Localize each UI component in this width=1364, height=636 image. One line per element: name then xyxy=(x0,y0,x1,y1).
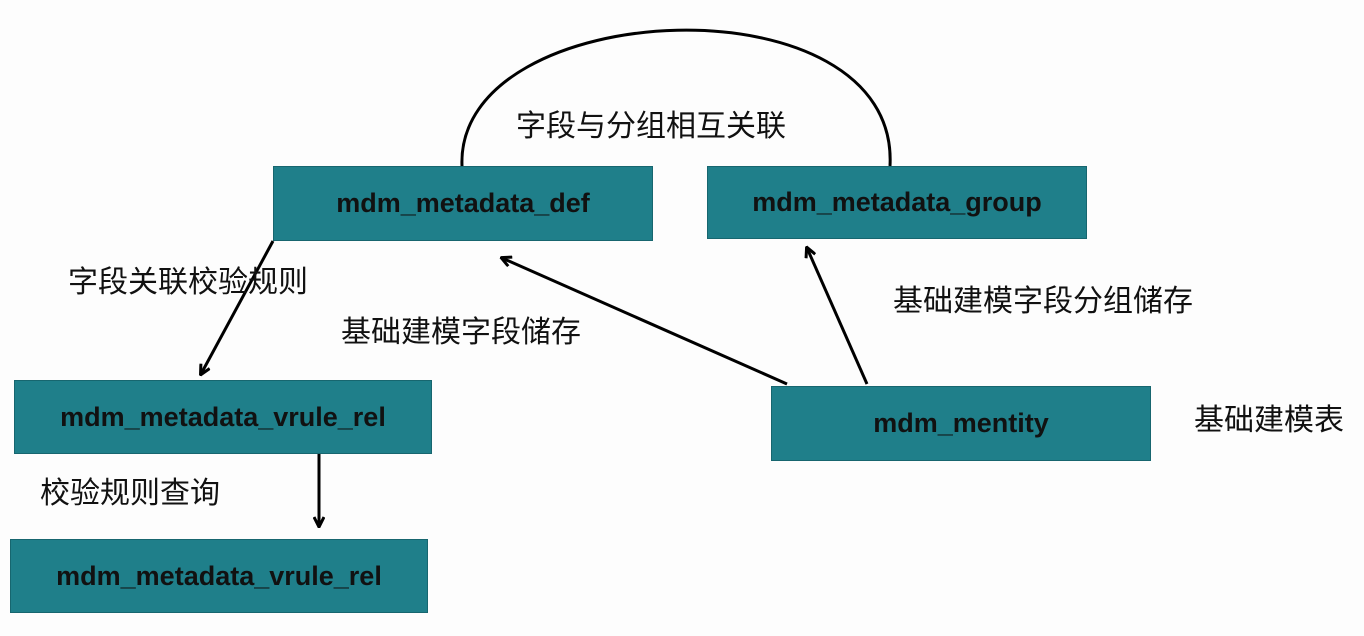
label-rule-query: 校验规则查询 xyxy=(40,476,220,511)
node-mdm-metadata-group[interactable]: mdm_metadata_group xyxy=(707,166,1087,239)
edge-def-to-vrule-rel xyxy=(201,240,275,374)
node-mdm-metadata-vrule-rel-upper[interactable]: mdm_metadata_vrule_rel xyxy=(14,380,432,454)
label-field-group-link: 字段与分组相互关联 xyxy=(516,109,786,144)
edge-def-group-arc xyxy=(460,28,892,167)
node-mdm-metadata-vrule-rel-lower[interactable]: mdm_metadata_vrule_rel xyxy=(10,539,428,613)
label-base-field-storage: 基础建模字段储存 xyxy=(341,315,581,350)
node-mdm-mentity[interactable]: mdm_mentity xyxy=(771,386,1151,461)
edge-mentity-to-group xyxy=(807,248,869,385)
label-field-rule-link: 字段关联校验规则 xyxy=(68,265,308,300)
node-mdm-metadata-def[interactable]: mdm_metadata_def xyxy=(273,166,653,241)
label-base-field-group-storage: 基础建模字段分组储存 xyxy=(893,284,1193,319)
label-base-model-table: 基础建模表 xyxy=(1194,403,1344,438)
